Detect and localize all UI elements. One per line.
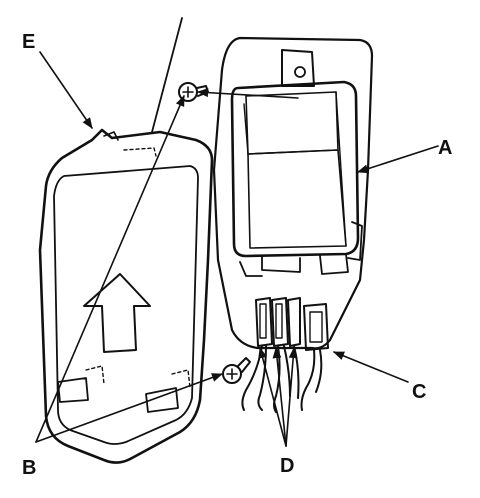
callout-label-e: E	[22, 31, 35, 53]
dash-line	[151, 17, 183, 133]
screw-lower	[222, 357, 251, 384]
callout-label-a: A	[438, 137, 452, 159]
control-unit	[230, 80, 363, 277]
connector-group-d	[241, 297, 301, 413]
callout-label-c: C	[412, 381, 426, 403]
connector-c	[300, 303, 329, 411]
callout-arrows	[35, 51, 439, 447]
callout-label-b: B	[22, 457, 36, 479]
mounting-bracket	[212, 36, 374, 350]
cover-panel	[38, 128, 214, 464]
callout-label-d: D	[280, 455, 294, 477]
